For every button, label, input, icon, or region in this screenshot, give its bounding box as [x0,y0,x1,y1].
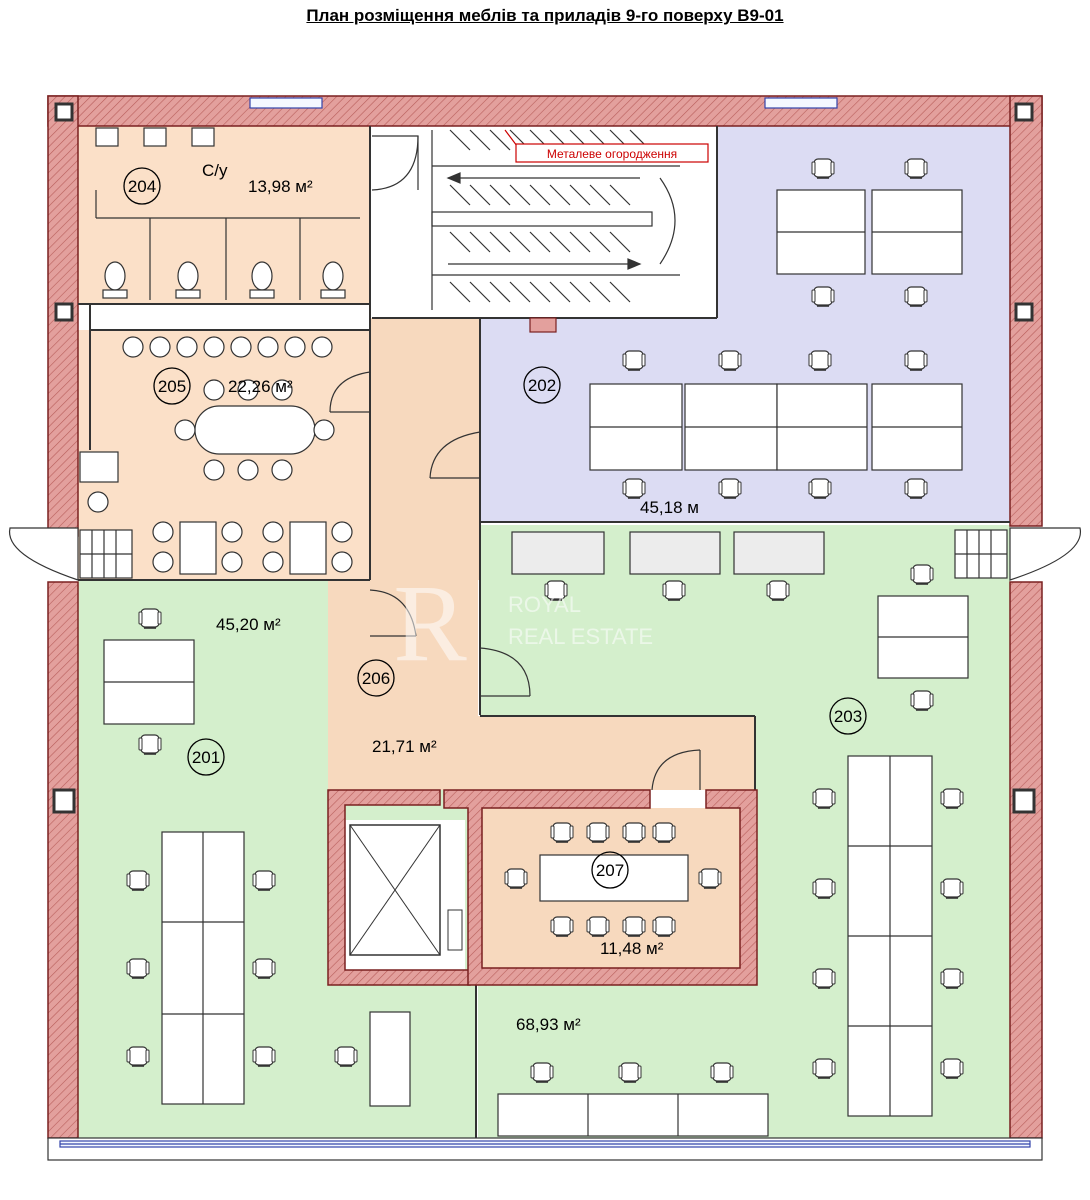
room-207-area-b: 68,93 м² [516,1015,581,1034]
watermark-line1: ROYAL [508,592,581,617]
corridor-fill [370,318,480,580]
watermark-line2: REAL ESTATE [508,624,653,649]
room-206-number: 206 [362,669,390,688]
windows [59,97,1031,1148]
room-204-area: 13,98 м² [248,177,313,196]
room-207-number: 207 [596,861,624,880]
svg-text:R: R [393,562,467,684]
room-206-area: 21,71 м² [372,737,437,756]
room-201-number: 201 [192,748,220,767]
room-205-number: 205 [158,377,186,396]
room-labels: 204 С/у 13,98 м² 205 22,26 м² 202 45,18 … [128,161,862,1034]
room-207-furniture [504,822,722,937]
columns [52,102,1036,814]
room-201-furniture [103,608,411,1107]
lift-core [327,789,758,986]
room-202-area: 45,18 м [640,498,699,517]
room-203-number: 203 [834,707,862,726]
room-203-furniture [497,531,969,1137]
side-entrances [9,527,1082,581]
room-204-number: 204 [128,177,156,196]
staircase [431,129,680,333]
room-206-extension [478,716,755,790]
inner-walls [78,126,1010,1138]
side-stairs [79,529,1008,579]
room-202-number: 202 [528,376,556,395]
room-201-area: 45,20 м² [216,615,281,634]
room-204-fill [78,126,370,304]
wc-fixtures [95,127,419,300]
room-205-furniture [79,336,371,575]
doors [369,431,701,791]
room-203-area: 11,48 м² [600,939,664,958]
room-205-area: 22,26 м² [228,377,293,396]
plan-title: План розміщення меблів та приладів 9-го … [306,6,784,25]
room-204-name: С/у [202,161,228,180]
room-numbers [123,167,867,889]
room-202-furniture [589,158,963,499]
railing-label: Металеве огородження [547,147,677,161]
room-206-fill [328,580,478,790]
watermark: R ROYAL REAL ESTATE [393,562,653,684]
railing-callout: Металеве огородження [515,143,709,163]
